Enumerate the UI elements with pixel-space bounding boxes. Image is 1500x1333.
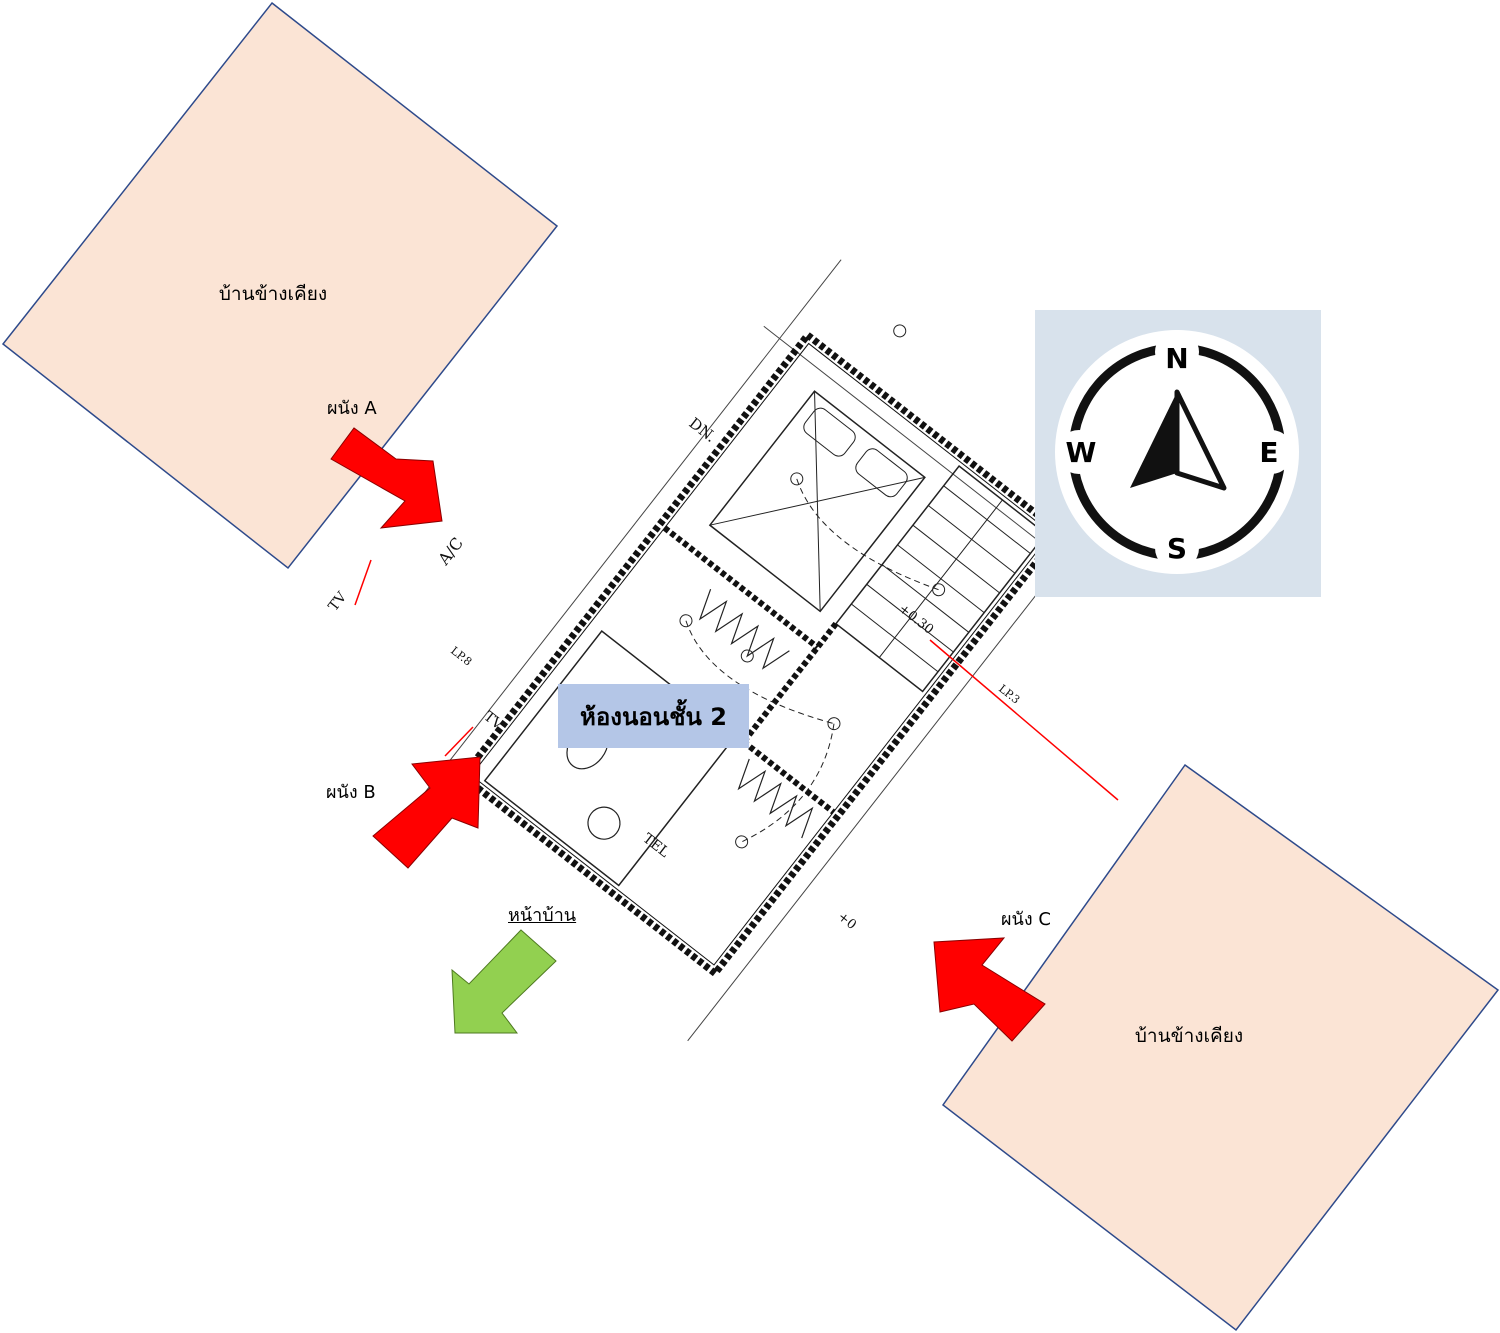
neighbor-house-left-shape xyxy=(1,1,559,570)
plan-wiring xyxy=(796,478,939,591)
reference-line-bath xyxy=(929,639,1119,801)
plan-basin xyxy=(587,806,621,840)
front-arrow-icon xyxy=(451,929,557,1034)
compass-south: S xyxy=(1167,532,1187,565)
plan-partition xyxy=(741,621,839,744)
plan-bathroom xyxy=(483,630,737,887)
plan-wardrobe xyxy=(698,589,790,670)
neighbor-house-right-shape xyxy=(941,763,1500,1332)
plan-label-level-0: +0 xyxy=(835,909,859,933)
front-of-house-label: หน้าบ้าน xyxy=(508,905,577,926)
plan-bed xyxy=(708,390,926,613)
plan-label-lp8: LP.8 xyxy=(448,644,474,668)
plan-stair-treads xyxy=(851,485,1031,673)
plan-label-ac: A/C xyxy=(434,534,468,569)
compass-north: N xyxy=(1165,342,1188,375)
neighbor-house-right: บ้านข้างเคียง xyxy=(941,763,1500,1332)
neighbor-house-left: บ้านข้างเคียง xyxy=(1,1,559,570)
compass-panel: N S W E xyxy=(1035,310,1321,597)
plan-label-tel: TEL xyxy=(640,831,673,861)
plan-pillow xyxy=(803,407,856,457)
wall-c-label: ผนัง C xyxy=(1001,909,1051,930)
neighbor-house-left-label: บ้านข้างเคียง xyxy=(219,283,327,305)
wall-b-label: ผนัง B xyxy=(326,782,376,803)
compass-needle-icon xyxy=(1130,392,1177,488)
plan-label-level-030: +0.30 xyxy=(896,601,937,637)
plan-wardrobe xyxy=(737,758,814,839)
compass-icon: N S W E xyxy=(1055,330,1299,574)
plan-label-dn: DN. xyxy=(686,414,720,446)
plan-partition xyxy=(741,739,836,815)
room-label: ห้องนอนชั้น 2 xyxy=(558,684,749,748)
plan-partition xyxy=(662,525,820,650)
compass-west: W xyxy=(1066,436,1097,469)
plan-outer-wall-inner xyxy=(470,342,1053,966)
wall-b-arrow-icon xyxy=(372,756,481,869)
wall-a-label: ผนัง A xyxy=(327,398,377,419)
plan-wiring xyxy=(741,723,835,843)
wall-c-arrow-icon xyxy=(933,937,1046,1042)
plan-label-tv-left: TV xyxy=(326,589,351,615)
wall-a-arrow-icon xyxy=(330,427,443,529)
plan-label-tv-bottom: TV xyxy=(481,709,507,734)
reference-line-tv-bottom xyxy=(444,726,474,757)
plan-outer-wall xyxy=(457,330,1065,979)
plan-pillow xyxy=(855,448,908,498)
neighbor-house-right-label: บ้านข้างเคียง xyxy=(1135,1025,1243,1047)
plan-light-points xyxy=(627,324,946,849)
plan-label-lp3: LP.3 xyxy=(996,682,1022,706)
plan-grid-line xyxy=(385,259,842,844)
compass-east: E xyxy=(1259,436,1278,469)
floor-plan xyxy=(385,259,1144,1042)
reference-line-tv-left xyxy=(354,559,372,606)
